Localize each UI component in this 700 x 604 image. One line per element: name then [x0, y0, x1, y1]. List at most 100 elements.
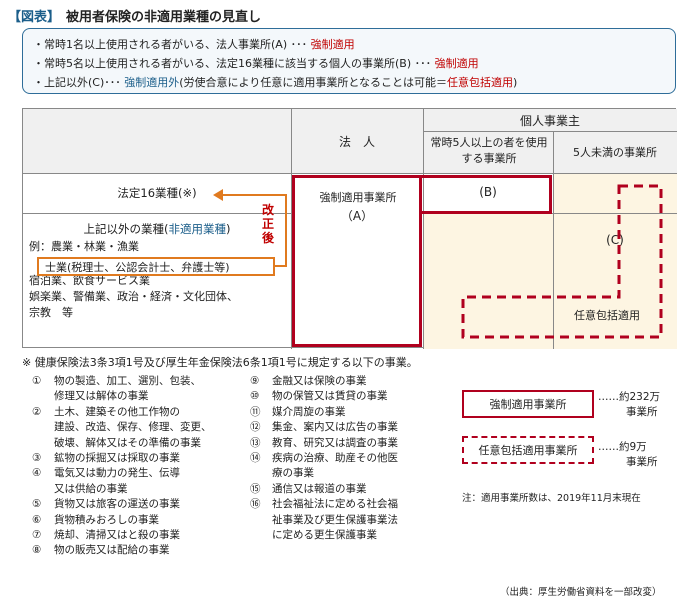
- list-item: ⑧ 物の販売又は配給の事業: [22, 543, 262, 558]
- highlight-shigyo: 士業(税理士、公認会計士、弁護士等): [37, 257, 275, 276]
- list-item-number: ⑪: [250, 405, 261, 418]
- list-item-text: 物の販売又は配給の事業: [54, 544, 170, 557]
- list-item: ⑯ 社会福祉法に定める社会福: [240, 497, 460, 512]
- figure-title-text: 被用者保険の非適用業種の見直し: [66, 10, 262, 25]
- list-item-text: 金融又は保険の事業: [272, 375, 367, 387]
- list-item: ⑤ 貨物又は旅客の運送の事業: [22, 497, 262, 512]
- list-item-text: 電気又は動力の発生、伝導: [54, 467, 180, 480]
- grid-line: [23, 173, 677, 174]
- revised-label: 改 正 後: [259, 203, 277, 245]
- summary-text: ・常時1名以上使用される者がいる、法人事業所(A) ･･･: [33, 38, 311, 51]
- arrow-head-icon: [213, 189, 223, 201]
- col-kojin: 個人事業主: [519, 113, 580, 128]
- list-item-number: ⑨: [250, 375, 260, 387]
- label-b: (B): [479, 185, 497, 199]
- label-a: （A）: [340, 209, 374, 223]
- list-item-text: 社会福祉法に定める社会福: [272, 498, 398, 511]
- nini-outline: [461, 184, 663, 339]
- list-item-number: ⑫: [250, 421, 261, 434]
- list-item: ① 物の製造、加工、選別、包装、: [22, 374, 262, 389]
- note-header: ※ 健康保険法3条3項1号及び厚生年金保険法6条1項1号に規定する以下の事業。: [22, 356, 418, 369]
- summary-box: ・常時1名以上使用される者がいる、法人事業所(A) ･･･ 強制適用 ・常時5名…: [22, 28, 676, 94]
- legend-solid-count: ……約232万 事業所: [598, 390, 660, 420]
- legend-count-line: ……約232万: [598, 391, 661, 403]
- list-item-number: ⑯: [250, 498, 261, 511]
- table-header-bg: [23, 109, 677, 173]
- list-item-number: ①: [32, 375, 42, 387]
- list-item-text: 集金、案内又は広告の事業: [272, 421, 398, 434]
- legend-note: 注：適用事業所数は、2019年11月末現在: [462, 493, 641, 504]
- list-item-text: 祉事業及び更生保護事業法: [272, 513, 398, 526]
- legend-dashed: 任意包括適用事業所: [462, 436, 594, 464]
- list-item: ⑮ 通信又は報道の事業: [240, 482, 460, 497]
- list-item: 修理又は解体の事業: [22, 389, 262, 404]
- list-item-number: ④: [32, 467, 42, 480]
- example-line: 宿泊業、飲食サービス業: [29, 274, 150, 287]
- grid-line: [553, 131, 554, 349]
- revised-char: 正: [261, 217, 274, 231]
- list-item: 建設、改造、保存、修理、変更、: [22, 420, 262, 435]
- row-other-text: 上記以外の業種(: [83, 222, 169, 236]
- grid-line: [23, 213, 291, 214]
- list-item-text: 破壊、解体又はその準備の事業: [54, 436, 201, 449]
- list-item: 破壊、解体又はその準備の事業: [22, 436, 262, 451]
- summary-line-b: ・常時5名以上使用される者がいる、法定16業種に該当する個人の事業所(B) ･･…: [33, 54, 665, 73]
- summary-text: ・上記以外(C)･･･: [33, 76, 125, 89]
- row-16: 法定16業種(※): [117, 186, 197, 200]
- c-region: [553, 173, 677, 349]
- revised-char: 後: [261, 231, 274, 245]
- kyosei-outline-a: [292, 175, 422, 347]
- list-item: 祉事業及び更生保護事業法: [240, 513, 460, 528]
- list-item-number: ⑩: [250, 390, 260, 403]
- legend-count-line: ……約9万: [598, 441, 647, 453]
- label-kyosei: 強制適用事業所: [303, 187, 413, 207]
- summary-text: ・常時5名以上使用される者がいる、法定16業種に該当する個人の事業所(B) ･･…: [33, 57, 435, 70]
- example-line: 宗教 等: [29, 306, 73, 319]
- label-nini: 任意包括適用: [574, 309, 640, 322]
- col-5minus: 5人未満の事業所: [573, 146, 657, 159]
- list-item-text: 物の製造、加工、選別、包装、: [54, 375, 201, 387]
- list-item-text: に定める更生保護事業: [272, 529, 377, 542]
- legend-dashed-count: ……約9万 事業所: [598, 440, 658, 470]
- arrow-line: [223, 194, 287, 196]
- kyosei-outline-b: [422, 175, 552, 214]
- list-item: ④ 電気又は動力の発生、伝導: [22, 466, 262, 481]
- legend-count-line: 事業所: [626, 406, 658, 418]
- row-other-emphasis: 非適用業種: [168, 222, 227, 236]
- row-other-text: ): [226, 222, 231, 236]
- list-item-text: 修理又は解体の事業: [54, 390, 149, 403]
- list-item-text: 鉱物の採掘又は採取の事業: [54, 452, 180, 465]
- summary-text: (労使合意により任意に適用事業所となることは可能＝: [179, 76, 448, 89]
- list-item-text: 療の事業: [272, 467, 314, 480]
- list-item-number: ⑮: [250, 482, 261, 495]
- list-item-number: ⑥: [32, 513, 42, 526]
- list-item-number: ③: [32, 452, 42, 465]
- figure-title: 【図表】被用者保険の非適用業種の見直し: [8, 6, 261, 25]
- list-item-text: 貨物又は旅客の運送の事業: [54, 498, 180, 511]
- list-item-number: ⑤: [32, 498, 42, 511]
- list-item-text: 物の保管又は賃貸の事業: [272, 390, 388, 403]
- summary-emphasis: 強制適用: [434, 57, 479, 70]
- row-other-title: 上記以外の業種(非適用業種): [23, 221, 291, 237]
- list-item-text: 疾病の治療、助産その他医: [272, 452, 398, 465]
- grid-line: [291, 109, 292, 349]
- arrow-line: [285, 195, 287, 267]
- list-item: ⑦ 焼却、清掃又はと殺の事業: [22, 528, 262, 543]
- list-item-number: ⑦: [32, 529, 42, 542]
- grid-line: [423, 109, 424, 349]
- revised-char: 改: [261, 203, 274, 217]
- list-item: に定める更生保護事業: [240, 528, 460, 543]
- source-note: （出典：厚生労働省資料を一部改変）: [500, 587, 662, 598]
- list-item-text: 通信又は報道の事業: [272, 482, 367, 495]
- legend-count-line: 事業所: [626, 456, 658, 468]
- list-item-number: ⑧: [32, 544, 42, 557]
- list-item-text: 焼却、清掃又はと殺の事業: [54, 529, 180, 542]
- summary-emphasis: 強制適用: [310, 38, 355, 51]
- col-hojin: 法 人: [338, 134, 375, 149]
